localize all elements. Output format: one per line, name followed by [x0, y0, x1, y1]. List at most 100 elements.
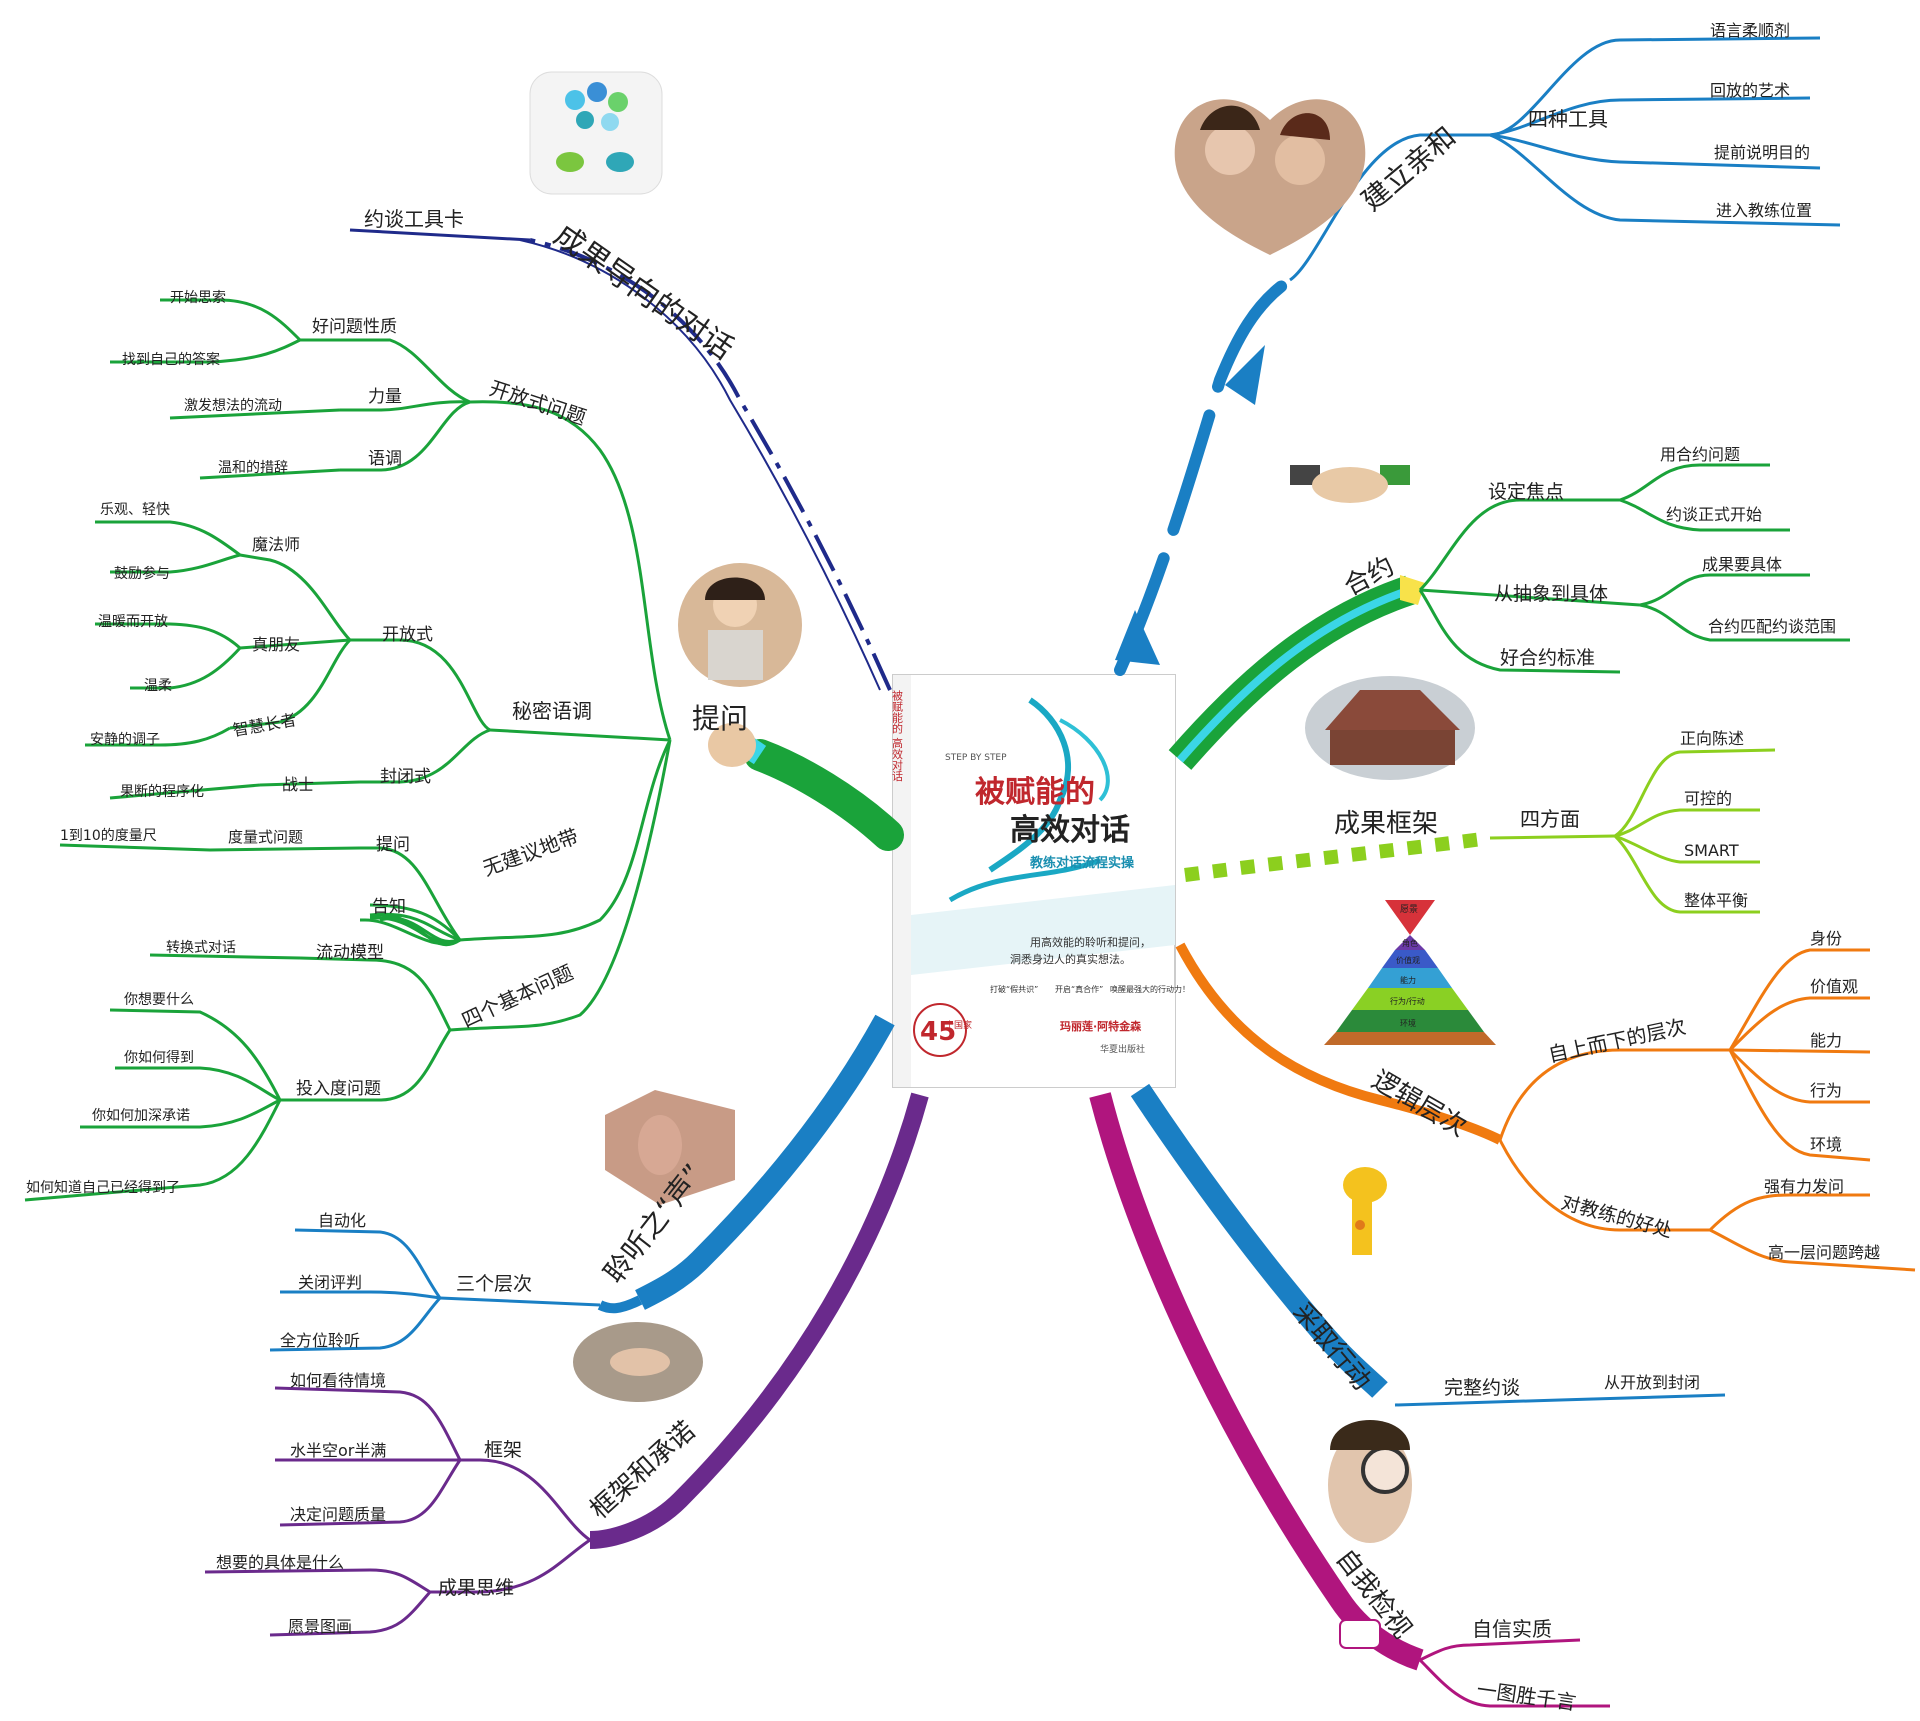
book-author: 玛丽莲·阿特金森	[1060, 1019, 1142, 1033]
branch-line-chengguo	[529, 238, 892, 691]
aspect-item-1[interactable]: 正向陈述	[1680, 729, 1744, 748]
power-item[interactable]: 激发想法的流动	[184, 397, 282, 414]
concrete-item-1[interactable]: 成果要具体	[1702, 555, 1782, 574]
frame-item-1[interactable]: 如何看待情境	[290, 1371, 386, 1390]
power-label[interactable]: 力量	[368, 387, 402, 407]
friend-label[interactable]: 真朋友	[252, 635, 300, 654]
engagement-item-4[interactable]: 如何知道自己已经得到了	[26, 1179, 180, 1196]
listening-item-3[interactable]: 全方位聆听	[280, 1331, 360, 1350]
magician-item-2[interactable]: 鼓励参与	[114, 565, 170, 582]
full-session-label[interactable]: 完整约谈	[1444, 1377, 1520, 1399]
warrior-label[interactable]: 战士	[282, 775, 314, 794]
friend-item-2[interactable]: 温柔	[144, 678, 172, 694]
topdown-label[interactable]: 自上而下的层次	[1546, 1014, 1688, 1067]
scale-question-label[interactable]: 度量式问题	[228, 828, 303, 846]
level-item-3[interactable]: 能力	[1810, 1031, 1842, 1050]
open-question-label[interactable]: 开放式问题	[486, 376, 589, 430]
four-tools-label[interactable]: 四种工具	[1528, 107, 1608, 131]
full-session-item[interactable]: 从开放到封闭	[1604, 1373, 1700, 1392]
three-levels-label[interactable]: 三个层次	[456, 1273, 532, 1295]
branch-xingdong-label[interactable]: 采取行动	[1287, 1297, 1377, 1396]
focus-item-1[interactable]: 用合约问题	[1660, 445, 1740, 464]
tone-item[interactable]: 温和的措辞	[218, 460, 288, 476]
coach-benefit-label[interactable]: 对教练的好处	[1559, 1192, 1675, 1243]
branch-tiwen-label[interactable]: 提问	[692, 702, 748, 735]
good-question-item-1[interactable]: 开始思索	[170, 289, 226, 306]
benefit-item-2[interactable]: 高一层问题跨越	[1768, 1243, 1880, 1262]
good-question-label[interactable]: 好问题性质	[312, 317, 397, 337]
tiwen-subtree	[24, 298, 672, 1202]
friends-heart-photo	[1174, 99, 1366, 255]
level-item-4[interactable]: 行为	[1810, 1081, 1842, 1100]
secret-tone-label[interactable]: 秘密语调	[512, 699, 592, 723]
engagement-item-1[interactable]: 你想要什么	[124, 992, 194, 1008]
engagement-label[interactable]: 投入度问题	[296, 1079, 381, 1099]
tell-label[interactable]: 告知	[372, 897, 406, 917]
pyramid-level-2: 角色	[1402, 938, 1418, 948]
elder-item[interactable]: 安静的调子	[90, 732, 160, 748]
listening-item-1[interactable]: 自动化	[318, 1211, 366, 1230]
level-item-5[interactable]: 环境	[1810, 1135, 1842, 1154]
pyramid-level-4: 能力	[1400, 975, 1416, 985]
listening-item-2[interactable]: 关闭评判	[298, 1273, 362, 1292]
aspect-item-4[interactable]: 整体平衡	[1684, 891, 1748, 910]
kuangjia2-subtree	[1489, 748, 1776, 914]
frame-item-2[interactable]: 水半空or半满	[290, 1441, 386, 1460]
book-title-line1: 被赋能的	[975, 775, 1095, 810]
self-check-item-1[interactable]: 自信实质	[1472, 1617, 1552, 1641]
center-book-cover[interactable]: 被赋能的 高效对话 STEP BY STEP 教练对话流程实操 用高效能的聆听和…	[891, 674, 1191, 1088]
tone-label[interactable]: 语调	[368, 449, 402, 469]
tool-item-3[interactable]: 提前说明目的	[1714, 143, 1810, 162]
level-item-2[interactable]: 价值观	[1810, 977, 1858, 996]
branch-qinhe-label[interactable]: 建立亲和	[1355, 120, 1462, 217]
warrior-item[interactable]: 果断的程序化	[120, 784, 204, 800]
four-aspects-label[interactable]: 四方面	[1520, 807, 1580, 831]
engagement-item-3[interactable]: 你如何加深承诺	[92, 1108, 190, 1124]
ear-photo	[605, 1090, 735, 1205]
branch-line-qinhe	[1114, 274, 1296, 676]
magician-item-1[interactable]: 乐观、轻快	[100, 502, 170, 518]
set-focus-label[interactable]: 设定焦点	[1488, 481, 1564, 503]
frame-item-3[interactable]: 决定问题质量	[290, 1505, 386, 1524]
engagement-item-2[interactable]: 你如何得到	[124, 1049, 194, 1066]
flow-model-item[interactable]: 转换式对话	[166, 939, 236, 956]
self-check-item-2[interactable]: 一图胜千言	[1475, 1677, 1577, 1715]
tool-item-4[interactable]: 进入教练位置	[1716, 201, 1812, 220]
elder-label[interactable]: 智慧长者	[231, 710, 297, 740]
concrete-item-2[interactable]: 合约匹配约谈范围	[1708, 617, 1836, 636]
building-frame-photo	[1305, 676, 1475, 780]
branch-chengguo-label[interactable]: 成果导向的对话	[547, 218, 739, 367]
tool-item-2[interactable]: 回放的艺术	[1710, 81, 1790, 100]
result-thinking-label[interactable]: 成果思维	[438, 1577, 514, 1599]
ask-label[interactable]: 提问	[376, 835, 410, 855]
yuetan-gongjuka-label[interactable]: 约谈工具卡	[364, 207, 464, 231]
magnifier-man-photo	[1328, 1420, 1412, 1543]
magician-label[interactable]: 魔法师	[252, 535, 300, 554]
frame-label[interactable]: 框架	[484, 1439, 522, 1461]
closed-style-label[interactable]: 封闭式	[380, 767, 431, 787]
ziwo-subtree	[1418, 1638, 1610, 1708]
flow-model-label[interactable]: 流动模型	[316, 943, 384, 963]
xingdong-subtree	[1394, 1393, 1726, 1407]
focus-item-2[interactable]: 约谈正式开始	[1666, 505, 1762, 524]
good-contract-label[interactable]: 好合约标准	[1500, 647, 1595, 669]
pinky-promise-photo	[573, 1322, 703, 1402]
level-item-1[interactable]: 身份	[1810, 929, 1842, 948]
branch-line-lingting	[635, 1014, 895, 1310]
branch-kuangjia2-label[interactable]: 成果框架	[1334, 809, 1438, 839]
good-question-item-2[interactable]: 找到自己的答案	[122, 351, 220, 368]
concrete-label[interactable]: 从抽象到具体	[1494, 583, 1608, 605]
aspect-item-3[interactable]: SMART	[1684, 841, 1739, 860]
birds-app-icon	[529, 71, 663, 195]
no-advice-label[interactable]: 无建议地带	[480, 824, 582, 881]
scale-item[interactable]: 1到10的度量尺	[60, 828, 157, 844]
pyramid-level-6: 环境	[1400, 1018, 1416, 1028]
result-item-2[interactable]: 愿景图画	[288, 1617, 352, 1636]
benefit-item-1[interactable]: 强有力发问	[1764, 1177, 1844, 1196]
friend-item-1[interactable]: 温暖而开放	[98, 614, 168, 630]
result-item-1[interactable]: 想要的具体是什么	[216, 1553, 344, 1572]
tool-item-1[interactable]: 语言柔顺剂	[1710, 21, 1790, 40]
open-style-label[interactable]: 开放式	[382, 625, 433, 645]
aspect-item-2[interactable]: 可控的	[1684, 789, 1732, 808]
giraffe-icon	[1343, 1167, 1387, 1255]
